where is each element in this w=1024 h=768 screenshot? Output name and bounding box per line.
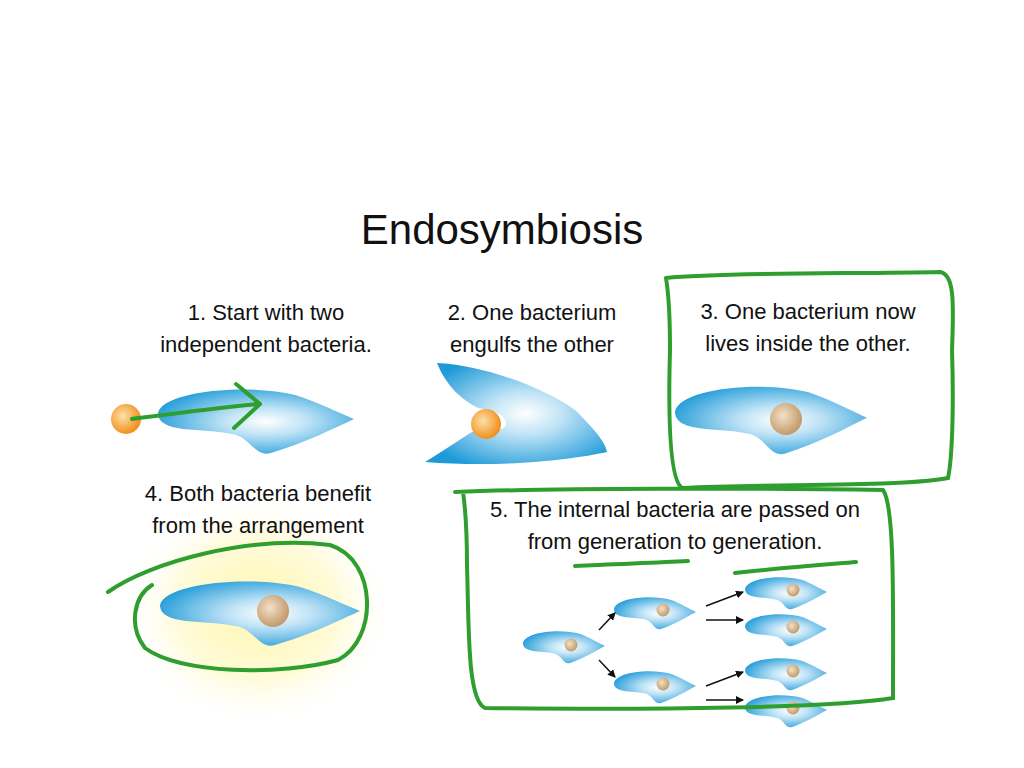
host-cell [675,387,867,454]
annotation-underline [735,562,856,573]
annotated-panel: 3. One bacterium now lives inside the ot… [662,270,954,488]
step-caption: 1. Start with two independent bacteria. [136,297,396,361]
illustration-part [657,678,670,691]
step-caption: 5. The internal bacteria are passed on f… [478,494,873,558]
bacterium [471,409,501,439]
illustration-part [599,613,615,630]
illustration-part [706,699,743,701]
illustration-part [745,695,827,727]
illustration-part [614,671,696,703]
annotated-panel: 5. The internal bacteria are passed on f… [455,486,895,714]
division-arrows [599,592,743,700]
annotation-loop [108,543,367,670]
illustration-part [745,614,827,646]
illustration-part [523,631,605,663]
illustration-part [706,619,743,621]
step-caption: 3. One bacterium now lives inside the ot… [686,296,931,360]
illustration-part [706,592,743,606]
step-caption: 4. Both bacteria benefit from the arrang… [123,478,393,542]
illustration-part [787,665,800,678]
illustration-part [745,577,827,609]
illustration-part [787,621,800,634]
illustration-part [706,672,743,686]
endosymbiont [257,595,289,627]
illustration-part [787,584,800,597]
diagram-title: Endosymbiosis [0,205,1004,255]
step-caption: 2. One bacterium engulfs the other [430,297,635,361]
illustration-part [565,639,578,652]
illustration-part [657,604,670,617]
annotation-arrow [132,384,260,428]
illustration-part [745,658,827,690]
annotation-loop-stroke [455,489,893,709]
annotation-underline [575,561,688,566]
illustration-part [599,660,615,677]
illustration-part [787,702,800,715]
engulfing-cell [425,363,607,464]
illustration-part [614,597,696,629]
annotation-loop-stroke [666,272,953,488]
endosymbiont [770,403,802,435]
host-cell [160,581,360,645]
